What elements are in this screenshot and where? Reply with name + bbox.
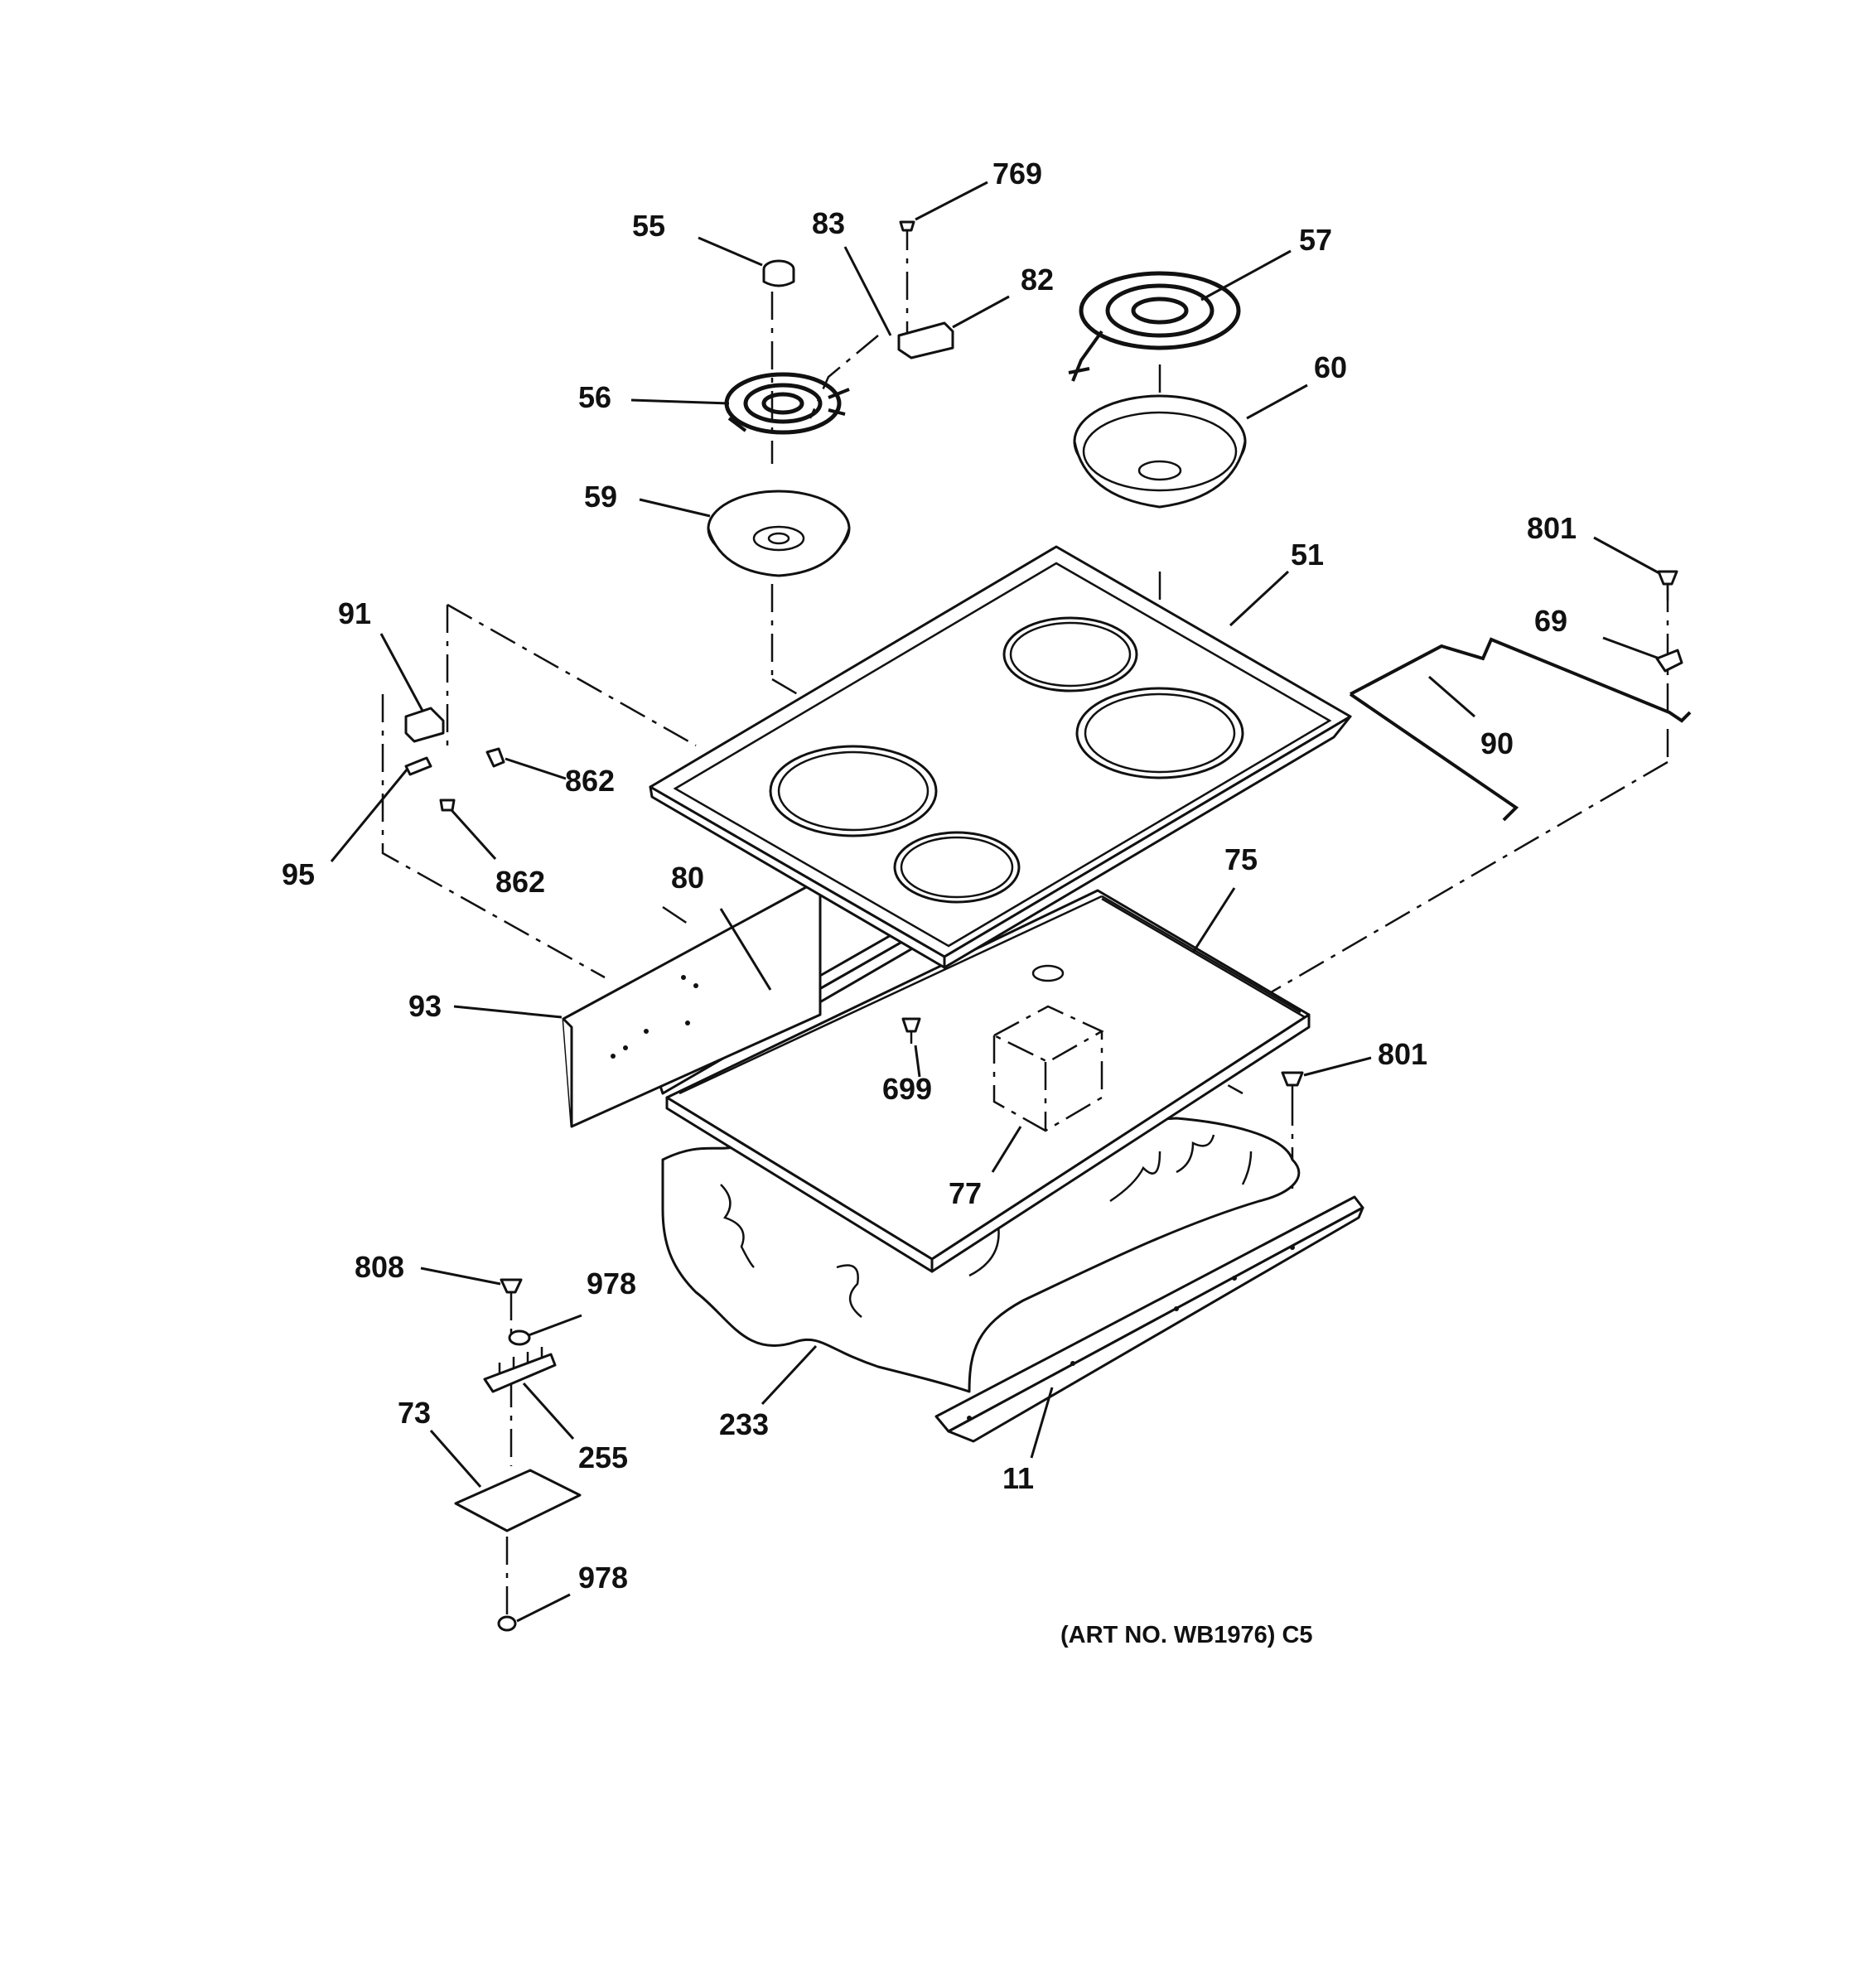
callout-978-top: 978 [587,1267,636,1300]
leader-lines [330,181,1660,1623]
large-drip-pan-part [1073,394,1247,509]
callout-77: 77 [949,1176,982,1210]
large-surface-element-part [1068,271,1241,382]
callout-978-bottom: 978 [578,1561,628,1595]
callout-73: 73 [398,1396,431,1430]
small-drip-pan-part [707,490,851,577]
callout-233: 233 [719,1407,769,1441]
callout-90: 90 [1480,726,1514,760]
callout-51: 51 [1291,538,1324,572]
callout-862-b: 862 [495,865,545,899]
callout-69: 69 [1534,604,1567,638]
junction-box-part [992,964,1104,1132]
callout-82: 82 [1021,263,1054,297]
callout-801-top: 801 [1527,511,1577,545]
clip-69-part [1655,649,1683,673]
screw-699-part [901,1017,921,1044]
callout-57: 57 [1299,223,1332,257]
washer-978-bottom-part [497,1615,517,1632]
screw-801-mid-part [1281,1071,1304,1098]
callout-95: 95 [282,857,315,891]
screw-862-a-part [485,747,505,768]
callout-59: 59 [584,480,617,514]
bottom-frame-part [665,889,1311,1273]
callout-80: 80 [671,861,704,895]
callout-60: 60 [1314,350,1347,384]
screw-808-part [500,1278,523,1294]
front-rail-part [934,1195,1364,1443]
callout-56: 56 [578,380,611,414]
callout-93: 93 [408,989,442,1023]
screw-769-part [899,220,915,232]
cooktop-part [649,545,1352,969]
callout-255: 255 [578,1440,628,1474]
callout-83: 83 [812,206,845,240]
callout-769: 769 [992,157,1042,191]
callout-91: 91 [338,596,371,630]
washer-978-top-part [508,1329,531,1346]
screw-862-b-part [439,799,456,812]
wire-rod-part [1349,637,1692,822]
terminal-strip-255-part [483,1347,557,1393]
callout-55: 55 [632,209,665,243]
terminal-block-part [897,321,954,359]
callout-699: 699 [882,1072,932,1106]
screw-801-top-part [1657,570,1678,601]
plate-73-part [454,1469,582,1532]
callout-801-mid: 801 [1378,1037,1427,1071]
callout-labels: 769 55 83 82 57 56 60 59 801 51 91 69 90… [282,157,1577,1595]
art-number-caption: (ART NO. WB1976) C5 [1060,1622,1313,1648]
callout-862-a: 862 [565,764,615,798]
callout-11: 11 [1002,1461,1034,1495]
bracket-95-part [404,756,432,776]
knob-cap-part [762,259,795,287]
callout-75: 75 [1224,842,1258,876]
callout-808: 808 [355,1250,404,1284]
side-bracket-part [562,885,822,1128]
bracket-91-part [404,707,445,743]
small-surface-element-part [724,372,850,435]
